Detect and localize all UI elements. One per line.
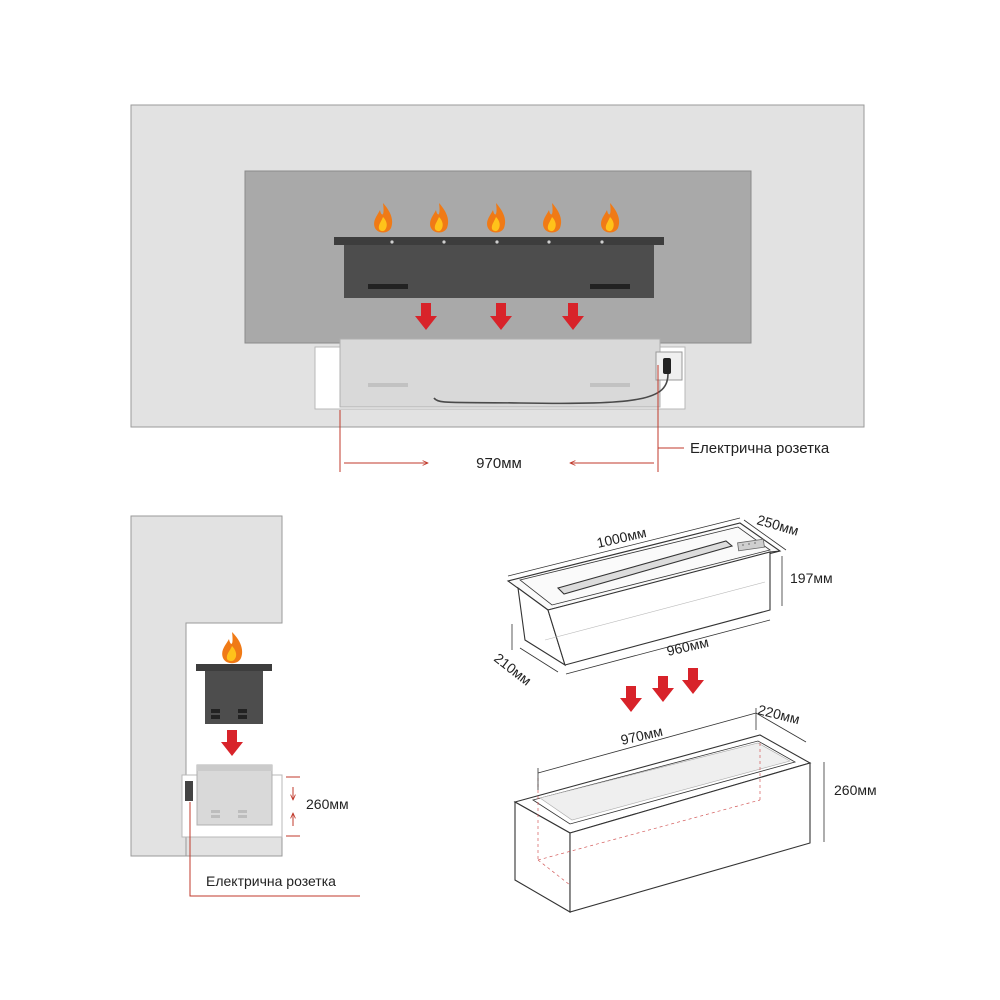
burner-isometric xyxy=(506,517,787,675)
down-arrow-icon xyxy=(490,303,512,330)
side-depth-label: 260мм xyxy=(306,796,349,812)
down-arrow-icon xyxy=(620,686,642,712)
box-width-label: 220мм xyxy=(756,701,801,727)
burner-slot xyxy=(556,540,734,595)
plug-icon xyxy=(663,358,671,374)
down-arrow-icon xyxy=(652,676,674,702)
control-panel xyxy=(737,538,765,552)
down-arrow-icon xyxy=(415,303,437,330)
burner-bottom-width-label: 210мм xyxy=(491,650,534,689)
burner-long-face xyxy=(547,551,771,666)
socket xyxy=(185,781,193,801)
box-long-face xyxy=(569,762,811,913)
side-socket-label: Електрична розетка xyxy=(206,873,336,889)
flame-icon xyxy=(374,203,393,233)
box-height-label: 260мм xyxy=(834,782,877,798)
flame-icon xyxy=(222,632,243,664)
flame-icon xyxy=(430,203,449,233)
side-view: 260мм Електрична розетка xyxy=(130,515,360,897)
flame-icon xyxy=(601,203,620,233)
side-box xyxy=(196,764,273,826)
burner-height-label: 197мм xyxy=(790,570,833,586)
front-box xyxy=(339,338,661,408)
flame-icon xyxy=(487,203,506,233)
side-floor-base xyxy=(185,835,283,857)
front-view: 970мм Електрична розетка xyxy=(130,104,865,472)
side-burner-top xyxy=(196,664,272,671)
down-arrow-icon xyxy=(221,730,243,756)
down-arrow-icon xyxy=(562,303,584,330)
box-opening xyxy=(539,742,791,821)
down-arrow-icon xyxy=(682,668,704,694)
power-cable xyxy=(433,373,669,405)
front-socket-label: Електрична розетка xyxy=(690,440,830,457)
front-burner xyxy=(334,237,664,298)
burner-bottom-length-label: 960мм xyxy=(665,634,710,659)
flame-icon xyxy=(543,203,562,233)
burner-length-label: 1000мм xyxy=(595,524,648,551)
box-isometric xyxy=(513,708,825,913)
front-width-label: 970мм xyxy=(476,455,522,472)
side-wall xyxy=(130,515,283,857)
burner-width-label: 250мм xyxy=(755,512,800,539)
